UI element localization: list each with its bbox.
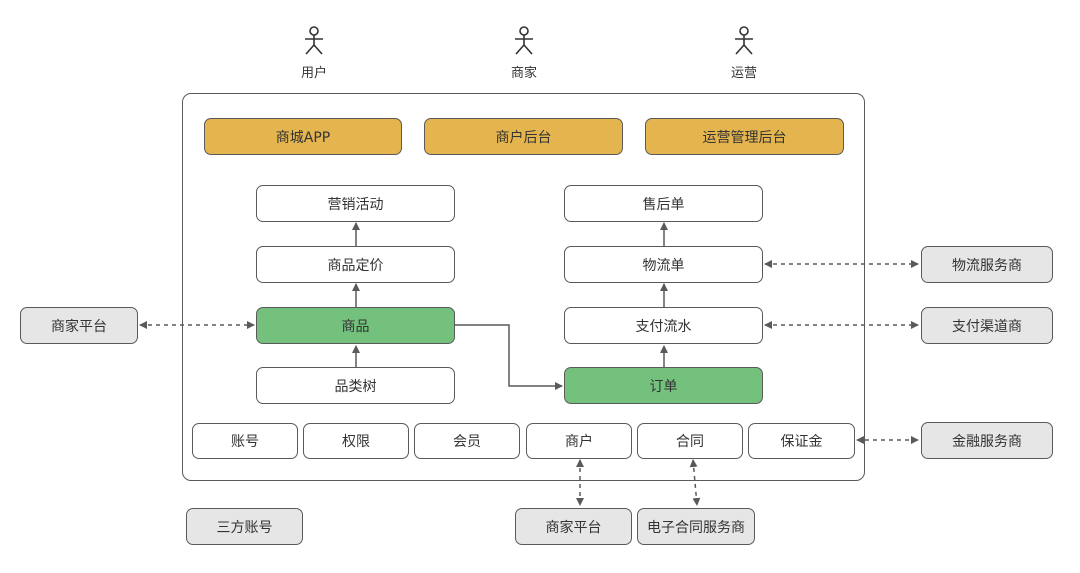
external-merchant-platform-left: 商家平台 — [20, 307, 138, 344]
person-icon — [305, 26, 323, 55]
actor-user: 用户 — [284, 26, 344, 81]
module-after-sales: 售后单 — [564, 185, 763, 222]
actor-label: 商家 — [510, 66, 537, 81]
module-product: 商品 — [256, 307, 455, 344]
actor-operator: 运营 — [714, 26, 774, 81]
external-third-party-account: 三方账号 — [186, 508, 303, 545]
external-e-contract-provider: 电子合同服务商 — [637, 508, 755, 545]
module-payment-flow: 支付流水 — [564, 307, 763, 344]
actor-merchant: 商家 — [494, 26, 554, 81]
external-payment-channel: 支付渠道商 — [921, 307, 1053, 344]
module-order: 订单 — [564, 367, 763, 404]
base-account: 账号 — [192, 423, 298, 459]
person-icon — [515, 26, 533, 55]
portal-ops-backend: 运营管理后台 — [645, 118, 844, 155]
person-icon — [735, 26, 753, 55]
base-contract: 合同 — [637, 423, 743, 459]
module-pricing: 商品定价 — [256, 246, 455, 283]
external-merchant-platform-bottom: 商家平台 — [515, 508, 632, 545]
external-logistics-provider: 物流服务商 — [921, 246, 1053, 283]
system-boundary — [182, 93, 865, 481]
module-logistics: 物流单 — [564, 246, 763, 283]
actor-label: 运营 — [730, 66, 757, 81]
base-merchant: 商户 — [526, 423, 632, 459]
base-permission: 权限 — [303, 423, 409, 459]
base-member: 会员 — [414, 423, 520, 459]
base-deposit: 保证金 — [748, 423, 855, 459]
arrow-product-to-order — [455, 324, 563, 390]
module-marketing: 营销活动 — [256, 185, 455, 222]
portal-mall-app: 商城APP — [204, 118, 402, 155]
actor-label: 用户 — [300, 66, 327, 81]
module-category-tree: 品类树 — [256, 367, 455, 404]
portal-merchant-backend: 商户后台 — [424, 118, 623, 155]
external-finance-provider: 金融服务商 — [921, 422, 1053, 459]
